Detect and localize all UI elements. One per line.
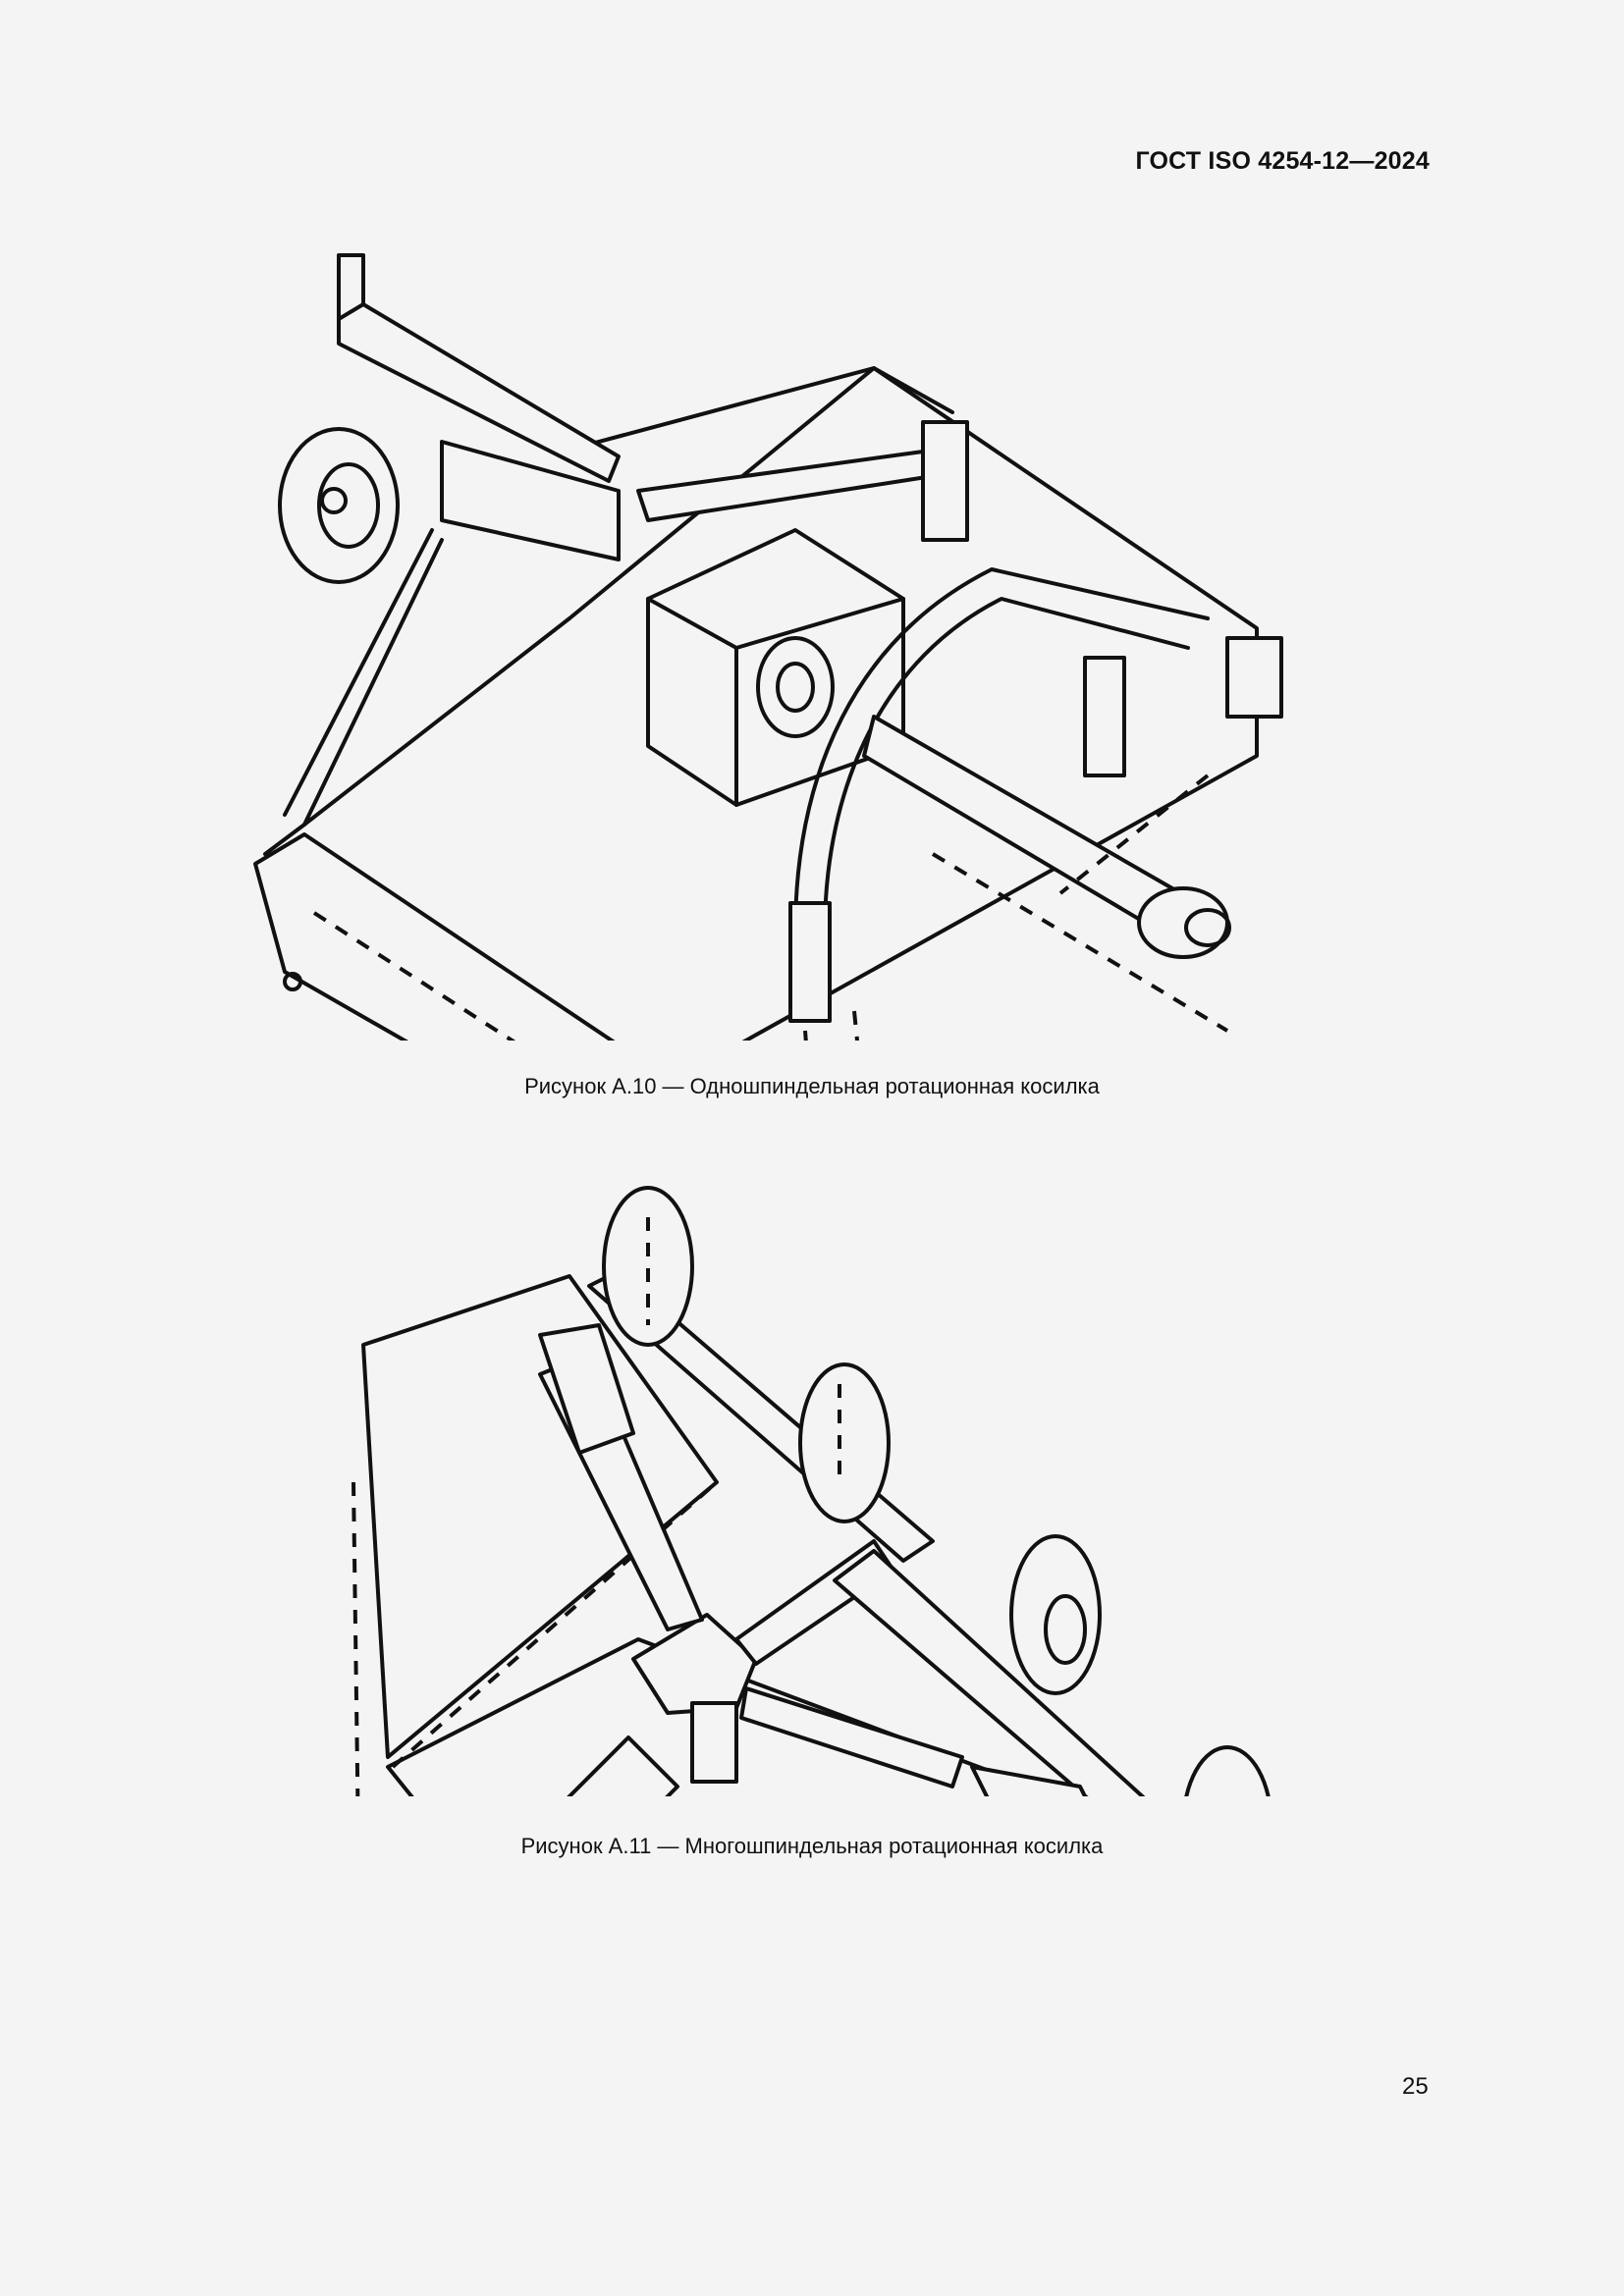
document-code-header: ГОСТ ISO 4254-12—2024 <box>1135 147 1430 175</box>
single-spindle-mower-drawing <box>253 253 1283 1041</box>
figure-a11-illustration <box>245 1158 1306 1796</box>
figure-a11-caption: Рисунок А.11 — Многошпиндельная ротацион… <box>520 1834 1104 1858</box>
page-number: 25 <box>1402 2073 1429 2100</box>
multi-spindle-mower-drawing <box>352 1186 1271 1796</box>
figure-a10-illustration <box>245 226 1306 1041</box>
figure-a10-caption: Рисунок А.10 — Одношпиндельная ротационн… <box>524 1074 1100 1098</box>
